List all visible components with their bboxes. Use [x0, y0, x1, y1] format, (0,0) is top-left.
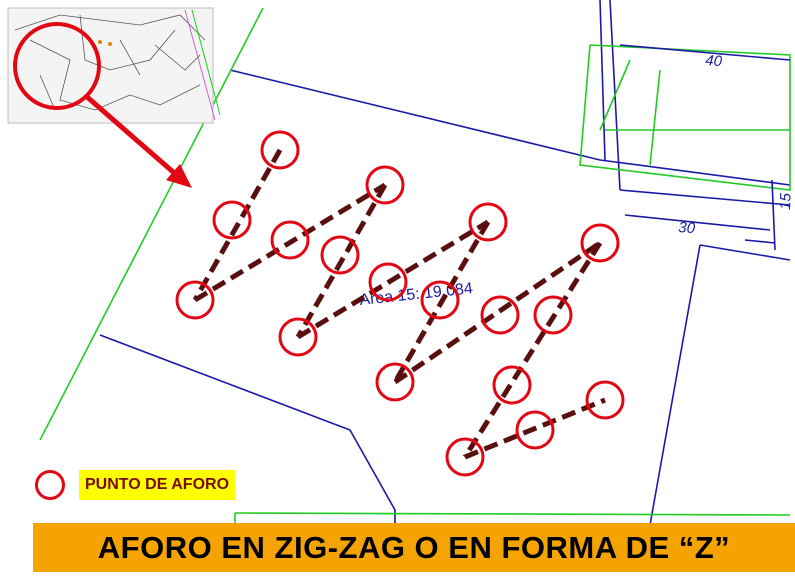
parcel-lines: [99, 0, 791, 526]
zigzag-segment: [193, 182, 387, 303]
zigzag-segment: [192, 148, 283, 302]
boundary-lines: [39, 7, 791, 525]
legend-point-icon: [35, 470, 65, 500]
sampling-point-circle: [445, 437, 485, 477]
sampling-points: [175, 130, 625, 477]
zigzag-segment: [464, 397, 606, 460]
zigzag-segment: [296, 219, 490, 340]
legend: PUNTO DE AFORO: [35, 470, 236, 500]
sampling-point-circle: [585, 380, 625, 420]
sampling-point-circle: [260, 130, 300, 170]
dimension-top: 40: [705, 52, 723, 70]
sampling-point-circle: [492, 365, 532, 405]
sampling-point-circle: [212, 200, 252, 240]
sampling-point-circle: [480, 295, 520, 335]
dimension-side: 15: [777, 192, 795, 210]
dimension-mid: 30: [678, 219, 696, 237]
sampling-point-circle: [270, 220, 310, 260]
zigzag-segment: [295, 183, 388, 339]
arrow-icon: [84, 94, 192, 188]
sampling-point-circle: [175, 280, 215, 320]
sampling-point-circle: [580, 223, 620, 263]
sampling-point-circle: [468, 202, 508, 242]
legend-label: PUNTO DE AFORO: [79, 470, 236, 500]
sampling-point-circle: [368, 262, 408, 302]
zigzag-segment: [462, 241, 603, 459]
sampling-point-circle: [278, 317, 318, 357]
sampling-point-circle: [320, 235, 360, 275]
sampling-point-circle: [420, 280, 460, 320]
sampling-point-circle: [365, 165, 405, 205]
title-banner: AFORO EN ZIG-ZAG O EN FORMA DE “Z”: [33, 523, 795, 572]
zigzag-path: [192, 148, 606, 460]
building-outline: [619, 44, 791, 251]
sampling-point-circle: [533, 295, 573, 335]
sampling-point-circle: [515, 410, 555, 450]
inset-highlight-circle: [13, 22, 101, 110]
zigzag-segment: [392, 220, 491, 384]
sampling-point-circle: [375, 362, 415, 402]
